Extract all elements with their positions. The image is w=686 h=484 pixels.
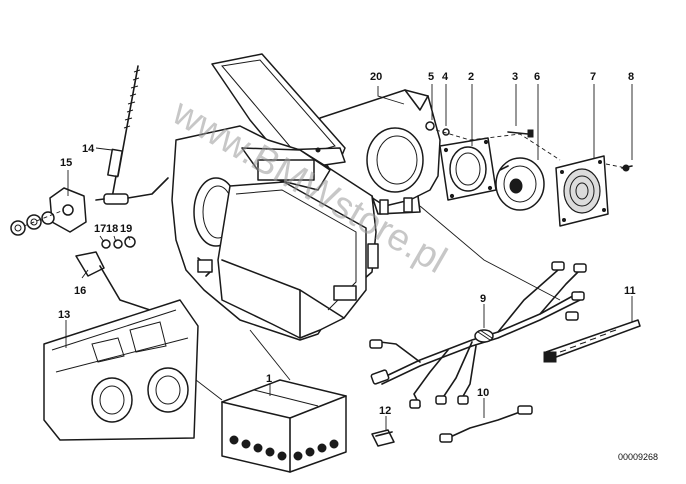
lining-panel [43, 299, 199, 441]
callout-19: 19 [120, 223, 132, 235]
callout-17: 17 [94, 223, 106, 235]
callout-3: 3 [512, 71, 518, 83]
box-perforations [229, 435, 339, 461]
callout-10: 10 [477, 387, 489, 399]
clip [371, 429, 395, 447]
callout-7: 7 [590, 71, 596, 83]
callout-4: 4 [442, 71, 449, 83]
callout-8: 8 [628, 71, 634, 83]
parts-box [221, 379, 347, 473]
cable-tie [543, 319, 641, 363]
leader-lines [65, 84, 633, 430]
callout-13: 13 [58, 309, 70, 321]
wiring-harness [369, 261, 587, 409]
diagram-reference-number: 00009268 [618, 452, 658, 462]
callout-2: 2 [468, 71, 474, 83]
single-cable [439, 405, 533, 443]
mount-nuts-washers [10, 209, 65, 236]
speaker [495, 157, 545, 211]
callout-9: 9 [480, 293, 486, 305]
antenna [107, 65, 141, 199]
callout-16: 16 [74, 285, 86, 297]
callout-1: 1 [266, 373, 272, 385]
callout-labels: 1 2 3 4 5 6 7 8 9 10 11 12 13 14 15 16 1… [58, 71, 636, 417]
callout-11: 11 [624, 285, 636, 297]
ground-strap [75, 236, 151, 311]
speaker-grille [555, 155, 609, 227]
callout-20: 20 [370, 71, 382, 83]
console-tray [217, 181, 379, 339]
speaker-bracket [439, 137, 497, 201]
callout-14: 14 [82, 143, 95, 155]
callout-12: 12 [379, 405, 391, 417]
callout-5: 5 [428, 71, 434, 83]
screws [425, 121, 633, 172]
callout-15: 15 [60, 157, 72, 169]
antenna-cable-connector [95, 177, 169, 205]
callout-18: 18 [106, 223, 118, 235]
callout-6: 6 [534, 71, 540, 83]
upper-console-panel [317, 89, 441, 215]
